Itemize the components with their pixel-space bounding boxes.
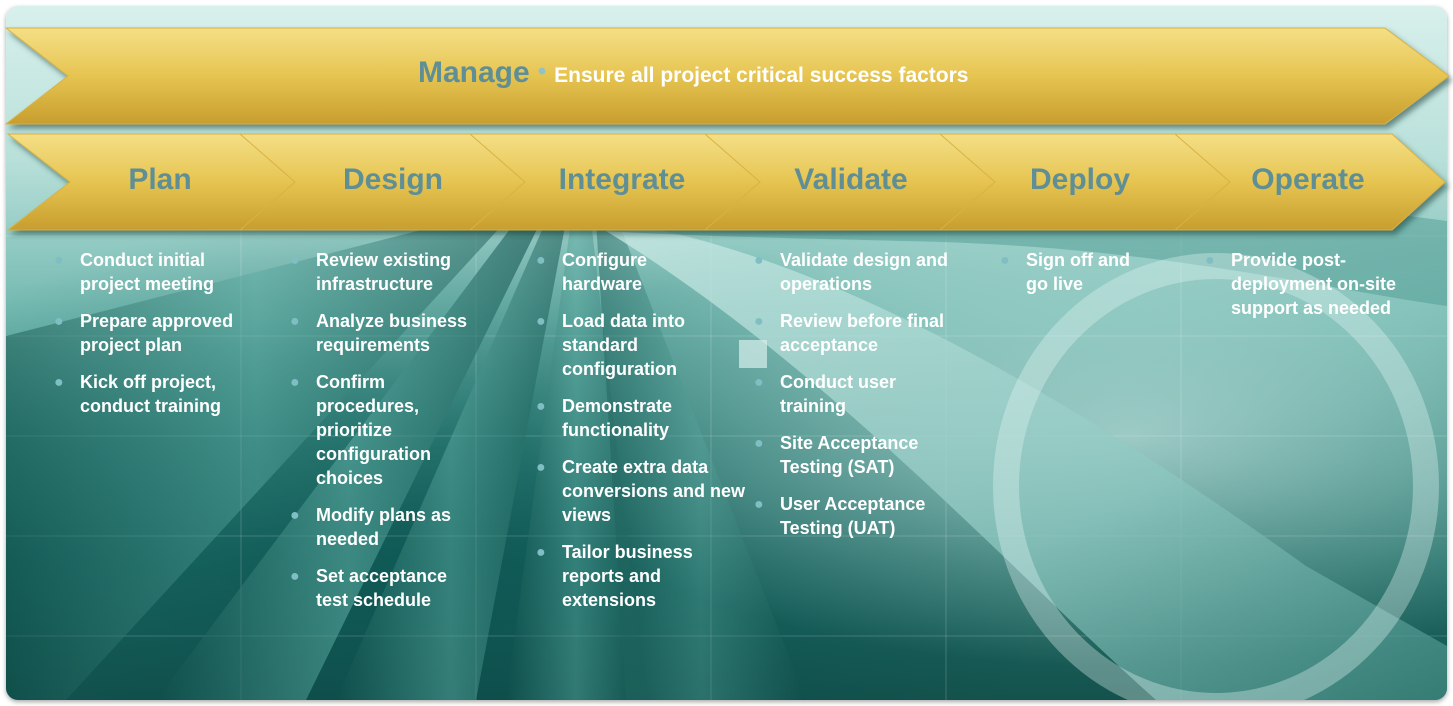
separator-dot-icon: • <box>537 58 547 85</box>
bullet-icon: ● <box>54 374 64 391</box>
bullet-icon: ● <box>536 398 546 415</box>
bullet-icon: ● <box>754 252 764 269</box>
list-item: ●Review before final acceptance <box>754 311 945 355</box>
list-item: ●Demonstrate functionality <box>536 396 673 440</box>
bullet-icon: ● <box>290 507 300 524</box>
bullet-icon: ● <box>536 313 546 330</box>
manage-header: Manage • Ensure all project critical suc… <box>418 56 968 96</box>
bullet-icon: ● <box>754 435 764 452</box>
deploy-task-list: ●Sign off and go live <box>1000 248 1150 309</box>
list-item: ●Create extra data conversions and new v… <box>536 457 746 525</box>
list-item: ●User Acceptance Testing (UAT) <box>754 494 926 538</box>
phase-label-integrate: Integrate <box>558 163 686 196</box>
list-item: ●Site Acceptance Testing (SAT) <box>754 433 919 477</box>
phase-label-design: Design <box>342 163 444 196</box>
integrate-task-list: ●Configure hardware ●Load data into stan… <box>536 248 745 625</box>
list-item: ●Tailor business reports and extensions <box>536 542 693 610</box>
bullet-icon: ● <box>290 374 300 391</box>
chevron-operate <box>1173 133 1446 231</box>
phase-label-validate: Validate <box>794 163 908 196</box>
validate-task-list: ●Validate design and operations ●Review … <box>754 248 974 553</box>
list-item: ●Validate design and operations <box>754 250 949 294</box>
bullet-icon: ● <box>54 252 64 269</box>
list-item: ●Kick off project, conduct training <box>54 372 221 416</box>
list-item: ●Load data into standard configuration <box>536 311 685 379</box>
list-item: ●Sign off and go live <box>1000 250 1130 294</box>
list-item: ●Confirm procedures, prioritize configur… <box>290 372 431 488</box>
plan-task-list: ●Conduct initial project meeting ●Prepar… <box>54 248 254 431</box>
bullet-icon: ● <box>754 374 764 391</box>
bullet-icon: ● <box>290 568 300 585</box>
bullet-icon: ● <box>290 313 300 330</box>
phase-label-operate: Operate <box>1251 163 1365 196</box>
bullet-icon: ● <box>1205 252 1215 269</box>
manage-title: Manage <box>418 56 530 89</box>
bullet-icon: ● <box>536 252 546 269</box>
bullet-icon: ● <box>290 252 300 269</box>
list-item: ●Conduct initial project meeting <box>54 250 215 294</box>
list-item: ●Configure hardware <box>536 250 647 294</box>
manage-subtitle: Ensure all project critical success fact… <box>554 64 969 87</box>
bullet-icon: ● <box>536 459 546 476</box>
bullet-icon: ● <box>1000 252 1010 269</box>
list-item: ●Prepare approved project plan <box>54 311 234 355</box>
list-item: ●Provide post-deployment on-site support… <box>1205 250 1397 318</box>
design-task-list: ●Review existing infrastructure ●Analyze… <box>290 248 510 625</box>
bullet-icon: ● <box>536 544 546 561</box>
list-item: ●Modify plans as needed <box>290 505 452 549</box>
list-item: ●Review existing infrastructure <box>290 250 452 294</box>
phase-label-plan: Plan <box>128 163 192 196</box>
bullet-icon: ● <box>54 313 64 330</box>
manage-arrow <box>4 27 1450 125</box>
bullet-icon: ● <box>754 313 764 330</box>
list-item: ●Analyze business requirements <box>290 311 468 355</box>
list-item: ●Set acceptance test schedule <box>290 566 448 610</box>
list-item: ●Conduct user training <box>754 372 897 416</box>
operate-task-list: ●Provide post-deployment on-site support… <box>1205 248 1420 333</box>
bullet-icon: ● <box>754 496 764 513</box>
phase-label-deploy: Deploy <box>1029 163 1131 196</box>
